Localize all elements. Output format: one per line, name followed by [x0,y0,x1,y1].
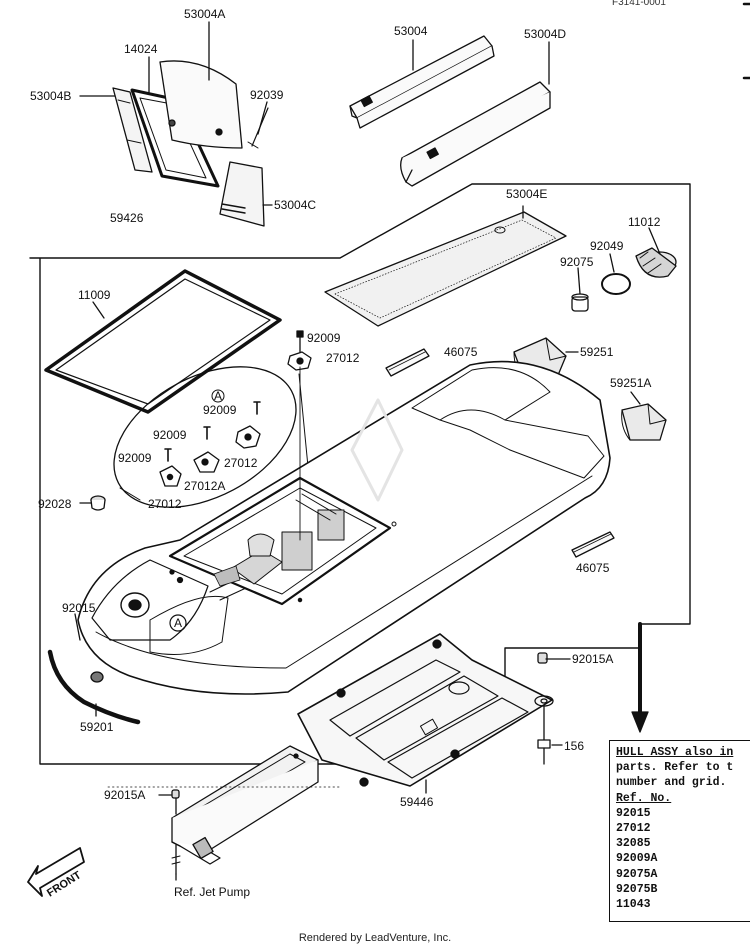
note-ref-item: 27012 [616,822,651,836]
pad-53004E [324,211,567,327]
label-53004: 53004 [394,24,428,38]
note-ref-item: 92075B [616,882,658,896]
label-11009: 11009 [78,288,111,302]
frame-14024 [130,88,220,188]
label-92015A-right: 92015A [572,652,613,666]
label-92039: 92039 [250,88,284,102]
label-92015A-left: 92015A [104,788,145,802]
seat-cover-group [79,21,273,227]
label-53004B: 53004B [30,89,71,103]
fastener-92015A-right [534,652,571,765]
label-ref-jet-pump: Ref. Jet Pump [174,885,250,899]
label-92009-top: 92009 [307,331,341,345]
label-92015: 92015 [62,601,96,615]
label-53004D: 53004D [524,27,566,41]
strip-46075-bottom [571,531,615,558]
label-14024: 14024 [124,42,158,56]
label-53004E: 53004E [506,187,547,201]
label-46075-top: 46075 [444,345,478,359]
bolt-92009-top [296,330,304,353]
note-ref-item: 11043 [616,898,651,912]
note-ref-item: 92075A [616,867,658,881]
plug-92075 [571,267,589,312]
label-59201: 59201 [80,720,114,734]
part-labels: 53004A 14024 53004B 92039 53004C 53004 5… [30,7,661,900]
label-mark-A-detail: A [214,389,222,403]
label-27012A: 27012A [184,479,225,493]
hull-assy-note: HULL ASSY also in parts. Refer to t numb… [609,740,750,922]
label-59251: 59251 [580,345,614,359]
bumper-59201 [47,613,141,725]
label-27012-b: 27012 [224,456,258,470]
label-46075-bottom: 46075 [576,561,610,575]
label-27012-top: 27012 [326,351,360,365]
label-92028: 92028 [38,497,72,511]
note-line-1: HULL ASSY also in [616,746,734,759]
jet-pump-ref [107,745,341,881]
label-59446: 59446 [400,795,434,809]
panel-53004B [112,87,153,173]
pad-53004D [400,41,551,187]
label-mark-A-hull: A [174,616,182,630]
strip-46075-top [385,348,430,377]
label-92009-d: 92009 [118,451,152,465]
label-156: 156 [564,739,584,753]
label-92049: 92049 [590,239,624,253]
label-27012-c: 27012 [148,497,182,511]
label-59251A: 59251A [610,376,651,390]
watermark [350,398,404,502]
label-92009-c: 92009 [153,428,187,442]
label-53004A: 53004A [184,7,225,21]
detail-a-group [113,366,310,508]
label-59426: 59426 [110,211,144,225]
diagram-code: F3141-0001 [612,0,666,8]
cover-59251A [621,391,667,441]
label-92075: 92075 [560,255,594,269]
ring-92049 [601,273,631,295]
note-ref-item: 92009A [616,852,658,866]
panel-53004A [159,60,243,149]
note-line-3: number and grid. [616,776,727,790]
panel-53004C [219,161,265,227]
label-92009-b: 92009 [203,403,237,417]
note-line-2: parts. Refer to t [616,761,734,775]
footer-credit: Rendered by LeadVenture, Inc. [298,932,452,944]
note-ref-item: 32085 [616,837,651,851]
grate-59446 [297,633,553,794]
pad-53004 [349,35,495,129]
gasket-11009 [44,269,282,414]
cap-92028 [79,495,106,511]
note-ref-item: 92015 [616,806,651,820]
cap-11012 [635,227,677,278]
note-ref-header: Ref. No. [616,791,672,805]
label-53004C: 53004C [274,198,316,212]
label-11012: 11012 [628,215,661,229]
hull-body [77,360,611,695]
front-arrow [27,847,85,897]
